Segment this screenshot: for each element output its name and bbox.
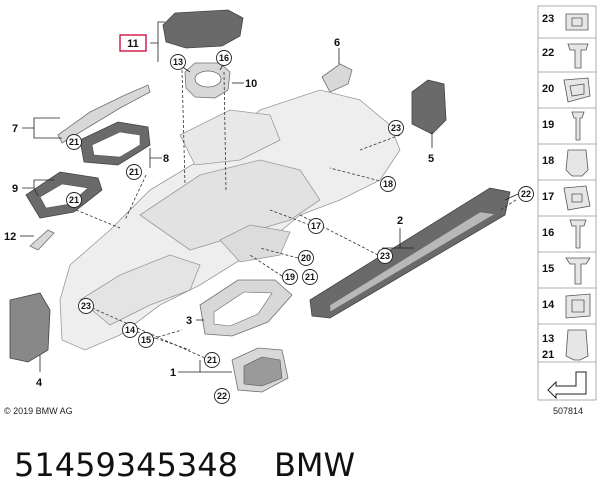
callout-23: 23: [78, 298, 94, 314]
svg-text:21: 21: [129, 167, 139, 177]
legend-num-16: 16: [542, 227, 554, 239]
legend-num-19: 19: [542, 119, 554, 131]
part-11-cover: [162, 9, 244, 49]
legend-num-14: 14: [542, 299, 555, 311]
callout-22: 22: [214, 388, 230, 404]
callout-14: 14: [122, 322, 138, 338]
svg-text:16: 16: [219, 53, 229, 63]
part-2-decor: [309, 187, 511, 319]
callout-16: 16: [216, 50, 232, 66]
callout-21: 21: [204, 352, 220, 368]
callout-20: 20: [298, 250, 314, 266]
part-label-10: 10: [245, 78, 257, 90]
svg-text:21: 21: [207, 355, 217, 365]
svg-text:23: 23: [391, 123, 401, 133]
legend-num-13: 13: [542, 333, 554, 345]
arrow-icon: [547, 371, 587, 400]
part-label-12: 12: [4, 231, 16, 243]
legend-num-23: 23: [542, 13, 554, 25]
brand-name: BMW: [273, 446, 356, 484]
copyright-text: © 2019 BMW AG: [4, 406, 73, 416]
part-label-4: 4: [36, 377, 43, 389]
svg-text:21: 21: [69, 137, 79, 147]
part-4-panel: [9, 292, 51, 363]
callout-19: 19: [282, 269, 298, 285]
dashboard-carrier: [59, 89, 401, 351]
legend-num-21: 21: [542, 349, 554, 361]
part-label-5: 5: [428, 153, 434, 165]
svg-text:23: 23: [380, 251, 390, 261]
callout-21: 21: [66, 192, 82, 208]
part-5-cap: [411, 79, 447, 135]
part-label-1: 1: [170, 367, 176, 379]
svg-text:22: 22: [521, 189, 531, 199]
svg-text:18: 18: [383, 179, 393, 189]
callout-17: 17: [308, 218, 324, 234]
part-label-6: 6: [334, 37, 340, 49]
callout-21: 21: [126, 164, 142, 180]
svg-text:22: 22: [217, 391, 227, 401]
svg-text:15: 15: [141, 335, 151, 345]
part-12-clip: [29, 229, 55, 251]
legend-num-15: 15: [542, 263, 554, 275]
legend-num-20: 20: [542, 83, 554, 95]
callout-21: 21: [302, 269, 318, 285]
legend-num-18: 18: [542, 155, 554, 167]
svg-text:19: 19: [285, 272, 295, 282]
callout-13: 13: [170, 54, 186, 70]
diagram-reference-number: 507814: [553, 406, 584, 416]
callout-22: 22: [518, 186, 534, 202]
callout-15: 15: [138, 332, 154, 348]
part-label-7: 7: [12, 123, 18, 135]
svg-text:17: 17: [311, 221, 321, 231]
part-label-3: 3: [186, 315, 192, 327]
part-11-highlight: [119, 34, 147, 52]
svg-text:14: 14: [125, 325, 135, 335]
part-number: 51459345348: [14, 446, 238, 484]
callout-18: 18: [380, 176, 396, 192]
callout-23: 23: [377, 248, 393, 264]
svg-text:20: 20: [301, 253, 311, 263]
hardware-legend: 23 22 20 19 18 17 16 15 14 13 21: [537, 5, 597, 401]
part-label-11: 11: [127, 38, 139, 50]
part-label-8: 8: [163, 153, 169, 165]
part-label-9: 9: [12, 183, 18, 195]
footer-caption: 51459345348 BMW: [14, 446, 355, 484]
svg-text:21: 21: [69, 195, 79, 205]
svg-text:23: 23: [81, 301, 91, 311]
parts-diagram: 11 6 10 7 8 5 9 2 12 3 1 4 13 16 21 21 2…: [4, 5, 597, 404]
svg-text:21: 21: [305, 272, 315, 282]
svg-text:13: 13: [173, 57, 183, 67]
callout-23: 23: [388, 120, 404, 136]
callout-21: 21: [66, 134, 82, 150]
part-label-2: 2: [397, 215, 403, 227]
part-6-grille: [321, 63, 353, 93]
legend-num-22: 22: [542, 47, 554, 59]
legend-num-17: 17: [542, 191, 554, 203]
